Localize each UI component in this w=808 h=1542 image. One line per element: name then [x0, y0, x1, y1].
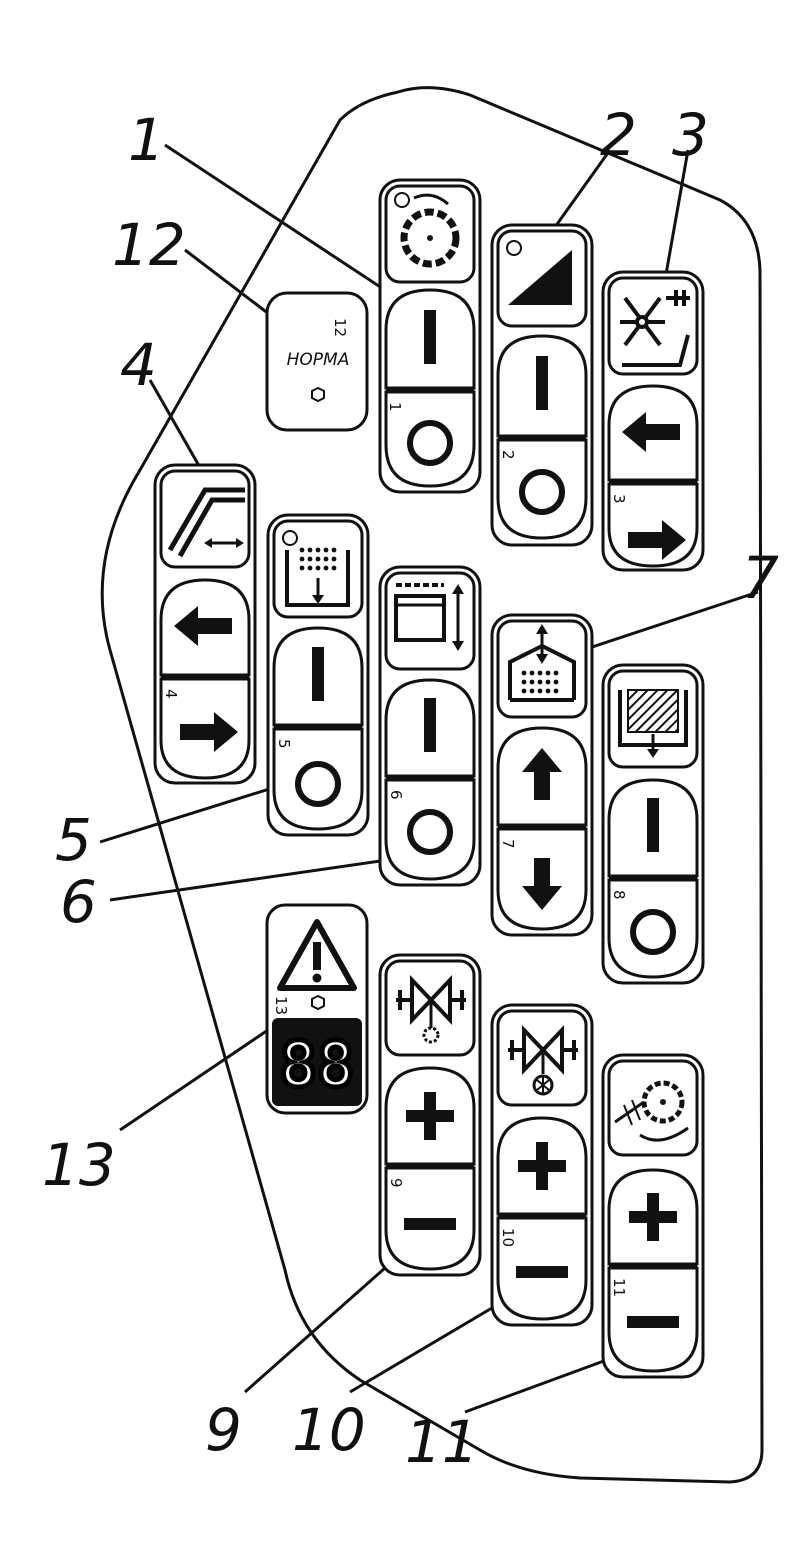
- button-block-4[interactable]: 4: [153, 463, 257, 785]
- plus-icon: [406, 1092, 454, 1140]
- button-block-5[interactable]: 5: [266, 513, 370, 837]
- minus-icon: [627, 1316, 679, 1328]
- norma-indicator-12[interactable]: 12 НОРМА: [265, 291, 369, 432]
- callout-9: 9: [205, 1396, 242, 1464]
- arrow-down-icon: [522, 858, 562, 910]
- callout-2: 2: [600, 101, 637, 169]
- button-block-1[interactable]: 1: [378, 178, 482, 494]
- button-block-7[interactable]: 7: [490, 613, 594, 937]
- callout-7: 7: [742, 544, 779, 612]
- bin-cover-icon: [508, 624, 576, 702]
- on-icon: [424, 310, 436, 364]
- callout-1: 1: [128, 106, 165, 174]
- button-number-12: 12: [331, 318, 349, 337]
- off-icon: [295, 761, 341, 807]
- bin-extension-icon: [394, 583, 464, 651]
- auger-swing-icon: [167, 487, 245, 558]
- button-number-6: 6: [387, 790, 405, 800]
- button-block-10[interactable]: 10: [490, 1003, 594, 1327]
- off-icon: [630, 909, 676, 955]
- on-icon: [424, 698, 436, 752]
- rotor-icon: [400, 193, 460, 268]
- warning-display-13: 13 88: [265, 903, 369, 1115]
- callout-3: 3: [672, 101, 709, 169]
- button-block-11[interactable]: 11: [601, 1053, 705, 1379]
- panel-outline: [100, 86, 764, 1484]
- button-number-5: 5: [275, 739, 293, 749]
- button-number-10: 10: [499, 1228, 517, 1247]
- button-number-4: 4: [162, 689, 180, 699]
- button-number-7: 7: [499, 839, 517, 849]
- button-number-1: 1: [386, 402, 404, 412]
- arrow-right-icon: [628, 520, 686, 560]
- callout-6: 6: [60, 868, 97, 936]
- arrow-left-icon: [622, 412, 680, 452]
- button-block-3[interactable]: 3: [601, 270, 705, 572]
- rotor-speed-icon: [614, 1080, 689, 1142]
- button-number-13: 13: [272, 996, 290, 1015]
- off-icon: [407, 420, 453, 466]
- valve-fan-icon: [508, 1024, 578, 1096]
- seven-segment-display: 88: [280, 1028, 355, 1101]
- on-icon: [312, 647, 324, 701]
- callout-5: 5: [55, 806, 92, 874]
- callout-13: 13: [42, 1131, 116, 1199]
- plus-icon: [518, 1142, 566, 1190]
- indicator-led: [506, 240, 522, 256]
- valve-rotor-icon: [396, 974, 466, 1044]
- callout-12: 12: [112, 211, 186, 279]
- button-number-9: 9: [387, 1178, 405, 1188]
- on-icon: [536, 356, 548, 410]
- button-number-2: 2: [499, 450, 517, 460]
- button-block-6[interactable]: 6: [378, 565, 482, 887]
- indicator-led: [394, 192, 410, 208]
- on-icon: [647, 798, 659, 852]
- plus-icon: [629, 1193, 677, 1241]
- button-block-2[interactable]: 2: [490, 223, 594, 547]
- callout-10: 10: [292, 1396, 366, 1464]
- indicator-led: [282, 530, 298, 546]
- spreader-gap-icon: [620, 290, 690, 367]
- leader-lines: [99, 143, 759, 1414]
- button-number-3: 3: [610, 494, 628, 504]
- button-block-8[interactable]: 8: [601, 663, 705, 985]
- arrow-up-icon: [522, 748, 562, 800]
- indicator-led: [311, 386, 325, 403]
- callout-4: 4: [120, 331, 157, 399]
- warning-icon: [277, 919, 357, 991]
- off-icon: [519, 469, 565, 515]
- arrow-right-icon: [180, 712, 238, 752]
- bin-full-icon: [618, 689, 688, 758]
- button-block-9[interactable]: 9: [378, 953, 482, 1277]
- off-icon: [407, 809, 453, 855]
- indicator-led: [311, 994, 325, 1011]
- norma-label: НОРМА: [287, 350, 350, 370]
- ramp-icon: [508, 250, 572, 305]
- minus-icon: [516, 1266, 568, 1278]
- button-number-8: 8: [610, 890, 628, 900]
- bin-unload-icon: [285, 547, 350, 607]
- arrow-left-icon: [174, 606, 232, 646]
- button-number-11: 11: [610, 1278, 628, 1297]
- callout-11: 11: [405, 1408, 479, 1476]
- minus-icon: [404, 1218, 456, 1230]
